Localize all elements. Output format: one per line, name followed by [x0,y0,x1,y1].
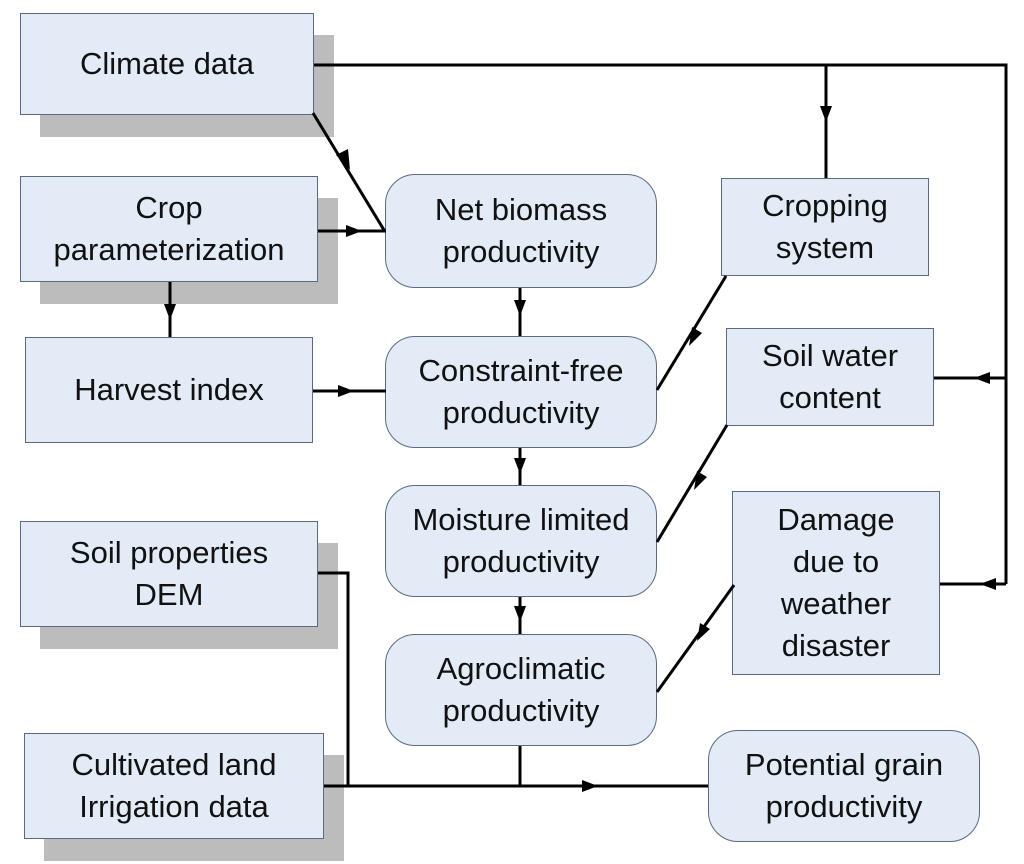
arrowhead-cropping-to-constraint [689,327,702,346]
moisture-limited-line-2: productivity [442,544,600,579]
moisture-limited-line-1: Moisture limited [412,502,630,537]
soil-properties-line-2: DEM [134,577,204,612]
constraint-free-box: Constraint-free productivity [385,336,657,448]
arrowhead-climate-to-cropping [820,106,832,122]
arrowhead-climate-to-net [336,149,350,170]
soil-water-line-1: Soil water [761,338,899,373]
cropping-system-line-1: Cropping [762,188,888,223]
moisture-limited-box: Moisture limited productivity [385,485,657,597]
potential-grain-line-1: Potential grain [744,747,944,782]
arrowhead-constraint-to-moisture [514,458,526,474]
damage-weather-line-3: weather [780,586,892,621]
damage-weather-line-4: disaster [781,628,891,663]
arrowhead-bus-to-soil-water [974,372,990,384]
crop-parameterization-line-1: Crop [135,190,203,225]
crop-parameterization-box: Crop parameterization [20,176,318,282]
arrowhead-damage-to-agro [697,623,710,641]
crop-parameterization-line-2: parameterization [53,232,285,267]
net-biomass-line-1: Net biomass [434,192,608,227]
damage-weather-line-2: due to [792,544,880,579]
climate-data-box: Climate data [20,13,314,115]
cultivated-land-box: Cultivated land Irrigation data [24,733,324,839]
agroclimatic-line-2: productivity [442,693,600,728]
net-biomass-line-2: productivity [442,234,600,269]
cropping-system-box: Cropping system [721,178,929,276]
constraint-free-line-2: productivity [442,395,600,430]
cropping-system-line-2: system [775,230,875,265]
agroclimatic-box: Agroclimatic productivity [385,634,657,746]
potential-grain-line-2: productivity [765,789,923,824]
soil-properties-box: Soil properties DEM [20,521,318,627]
arrowhead-soil-water-to-moisture [694,471,707,490]
agroclimatic-line-1: Agroclimatic [436,651,606,686]
damage-weather-line-1: Damage [777,502,895,537]
arrowhead-crop-to-harvest [164,304,176,320]
soil-water-to-moisture-line [655,424,729,543]
arrowhead-crop-to-net [346,225,362,237]
soil-water-line-2: content [779,380,881,415]
climate-bus-line [314,63,1008,584]
soil-properties-line-1: Soil properties [69,535,269,570]
net-biomass-box: Net biomass productivity [385,174,657,288]
constraint-free-line-1: Constraint-free [418,353,624,388]
arrowhead-moisture-to-agro [514,606,526,622]
soil-water-box: Soil water content [726,328,934,426]
damage-weather-box: Damage due to weather disaster [732,491,940,675]
arrowhead-bus-to-damage [980,578,996,590]
cultivated-land-line-1: Cultivated land [71,747,277,782]
soil-properties-to-bus-line [318,571,350,786]
climate-data-line-1: Climate data [79,46,255,81]
potential-grain-box: Potential grain productivity [708,730,980,842]
arrowhead-net-to-constraint [514,300,526,316]
arrowhead-harvest-to-constraint [338,385,354,397]
arrowhead-to-potential-grain [582,780,598,792]
harvest-index-box: Harvest index [25,337,313,443]
damage-to-agro-line [655,584,736,693]
climate-to-net-biomass-line [311,112,386,231]
cultivated-land-line-2: Irrigation data [79,789,269,824]
harvest-index-line-1: Harvest index [74,372,264,407]
